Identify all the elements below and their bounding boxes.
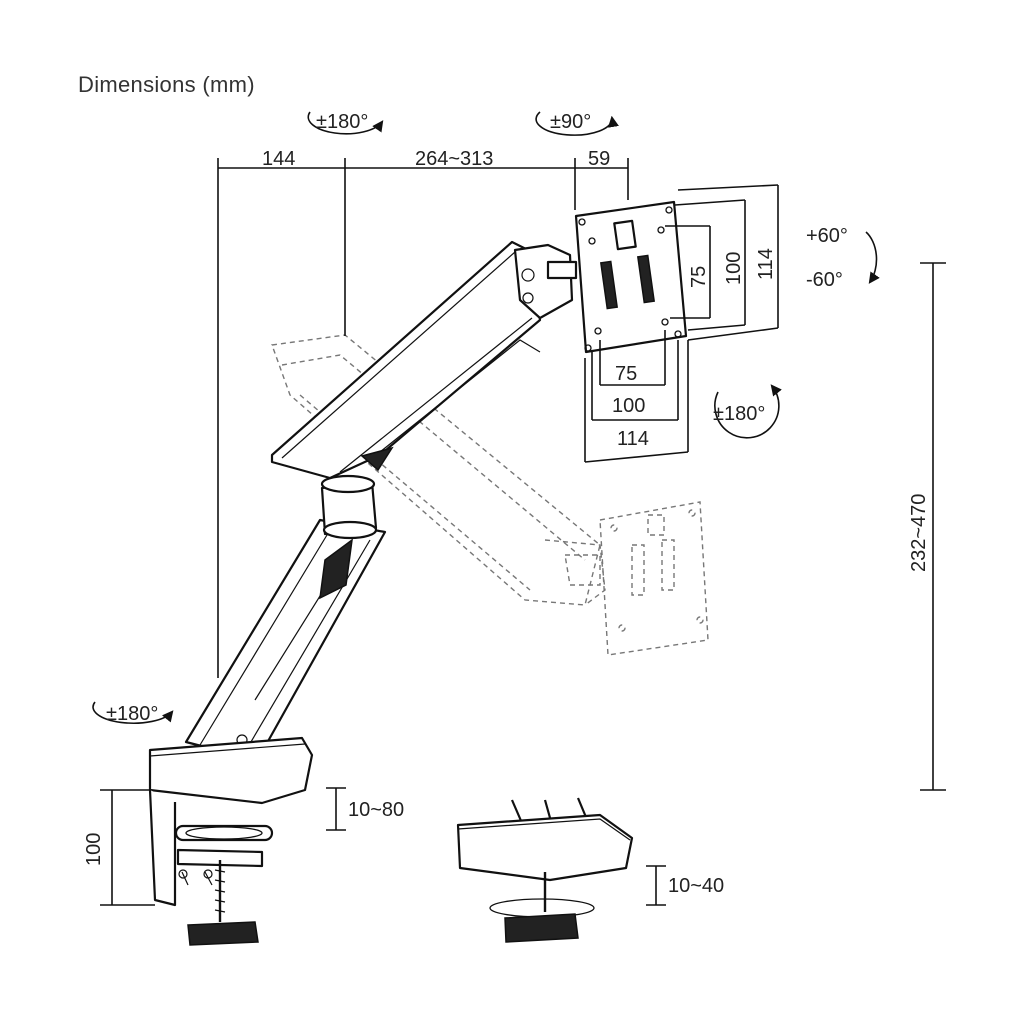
- height-range: 232~470: [908, 494, 930, 572]
- dim-head-depth: 59: [588, 148, 610, 170]
- vesa-h-small: 75: [615, 363, 637, 385]
- elbow-joint: [320, 474, 378, 540]
- vesa-plate: [574, 200, 688, 354]
- dimension-lines: [100, 158, 946, 906]
- vesa-v-small: 75: [688, 266, 710, 288]
- dim-arm-reach: 264~313: [415, 148, 493, 170]
- vesa-h-medium: 100: [612, 395, 645, 417]
- dim-arm-offset: 144: [262, 148, 295, 170]
- rot-tilt-up: +60°: [806, 225, 848, 247]
- diagram-title: Dimensions (mm): [78, 72, 255, 97]
- rot-plate: ±180°: [713, 403, 765, 425]
- rot-head-swivel: ±90°: [550, 111, 591, 133]
- rot-elbow: ±180°: [316, 111, 368, 133]
- rot-base: ±180°: [106, 703, 158, 725]
- clamp-base-height: 100: [83, 833, 105, 866]
- rot-tilt-down: -60°: [806, 269, 843, 291]
- vesa-v-large: 114: [755, 248, 777, 280]
- clamp-range: 10~80: [348, 799, 404, 821]
- dimension-labels: 144 264~313 59 ±180° ±90° +60° -60° ±180…: [83, 111, 930, 897]
- vesa-v-medium: 100: [723, 252, 745, 285]
- upper-arm: [270, 240, 578, 480]
- grommet-range: 10~40: [668, 875, 724, 897]
- lower-arm: [184, 506, 387, 758]
- vesa-h-large: 114: [617, 428, 649, 450]
- rotation-arrows: [92, 111, 880, 724]
- clamp-base: [148, 736, 314, 946]
- grommet-base: [456, 797, 634, 943]
